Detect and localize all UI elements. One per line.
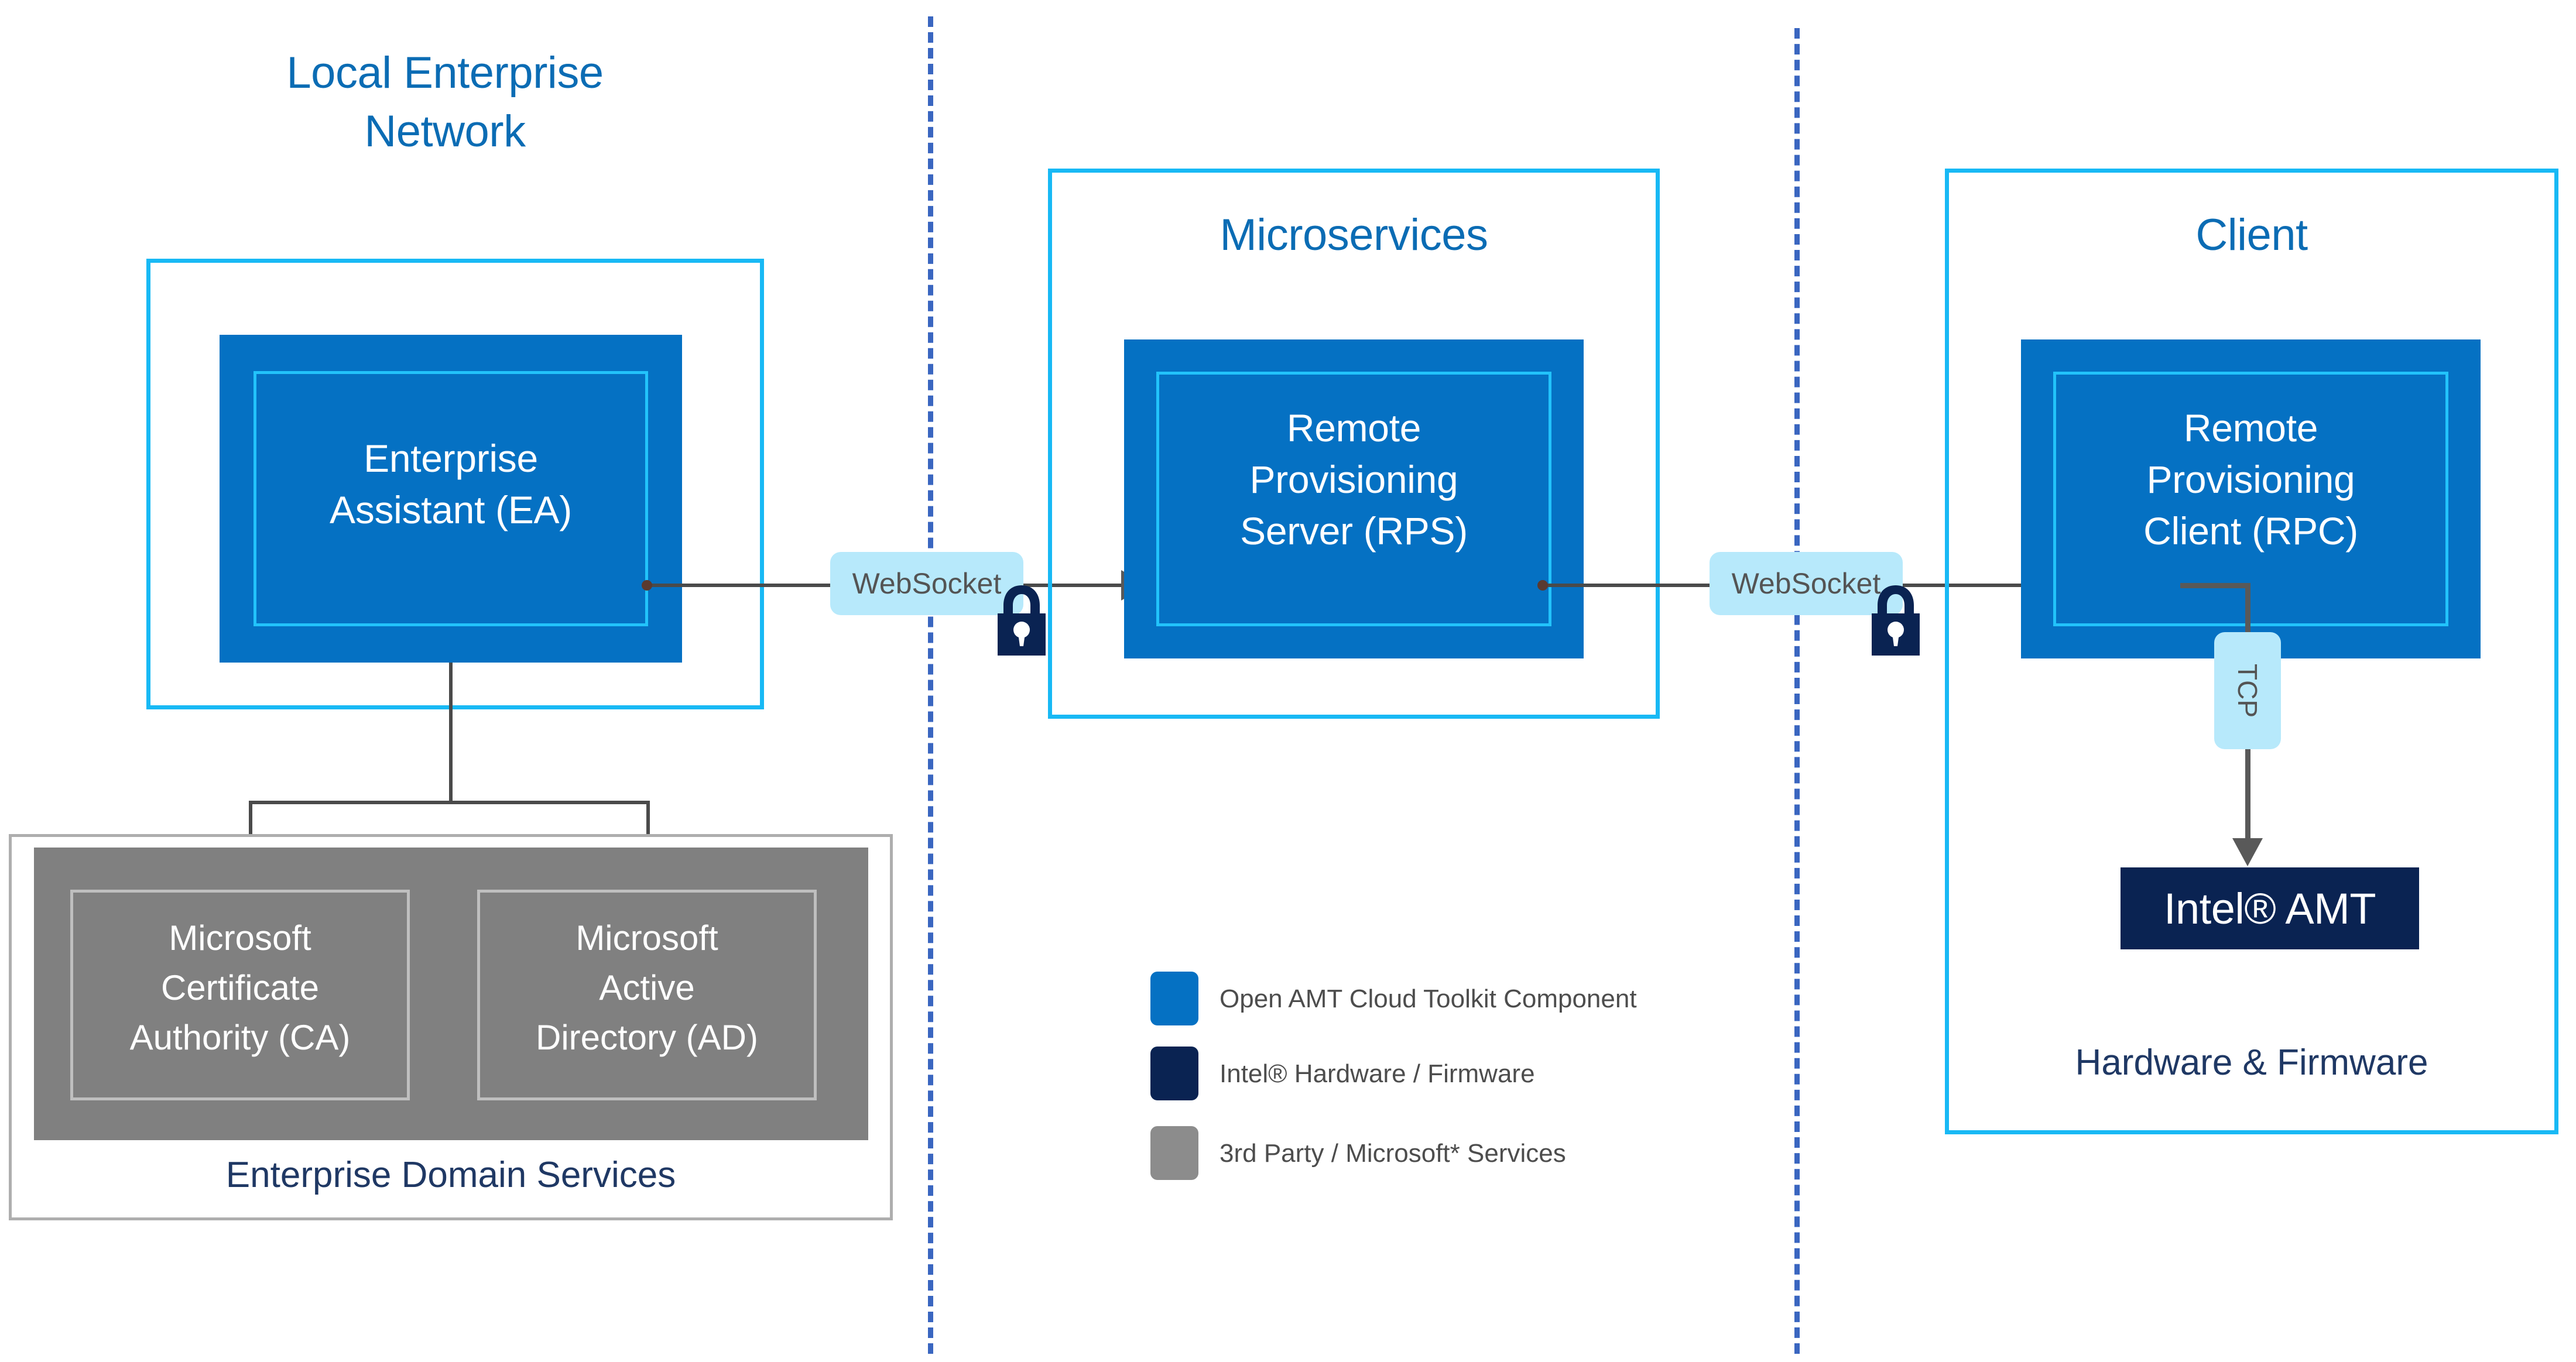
ea-label-line-2: Assistant (EA) (330, 488, 572, 531)
rps-to-rpc-origin-dot (1537, 580, 1548, 591)
legend-swatch-toolkit-icon (1150, 972, 1198, 1025)
ca-label-line-2: Certificate (160, 968, 320, 1008)
rps-label-line-2: Provisioning (1249, 457, 1458, 501)
websocket-badge-ea-rps: WebSocket (830, 552, 1023, 615)
enterprise-assistant-inner-outline (254, 371, 648, 626)
client-container (1945, 169, 2558, 1134)
ea-branch-horizontal-line (249, 801, 650, 804)
rps-label-line-3: Server (RPS) (1240, 509, 1468, 553)
legend-label-toolkit: Open AMT Cloud Toolkit Component (1220, 984, 1637, 1013)
tcp-badge: TCP (2214, 632, 2281, 749)
microsoft-ca-label: Microsoft Certificate Authority (CA) (73, 913, 407, 1063)
hardware-firmware-caption: Hardware & Firmware (2075, 1042, 2428, 1083)
rpc-label-line-1: Remote (2183, 406, 2318, 450)
ca-label-line-3: Authority (CA) (129, 1018, 351, 1058)
rpc-label: Remote Provisioning Client (RPC) (2021, 403, 2481, 557)
rps-box[interactable]: Remote Provisioning Server (RPS) (1124, 339, 1584, 658)
legend-swatch-third-party-icon (1150, 1126, 1198, 1180)
enterprise-domain-services-caption: Enterprise Domain Services (225, 1155, 676, 1195)
ea-branch-vertical-line (449, 663, 453, 803)
rpc-label-line-3: Client (RPC) (2143, 509, 2358, 553)
zone-title-microservices: Microservices (1220, 210, 1489, 260)
rps-inner-outline (1156, 372, 1551, 626)
zone-title-line-1: Local Enterprise (286, 48, 604, 98)
microsoft-ad-label: Microsoft Active Directory (AD) (480, 913, 814, 1063)
zone-title-local-enterprise-network: Local Enterprise Network (105, 44, 785, 162)
legend-label-intel-hardware: Intel® Hardware / Firmware (1220, 1059, 1535, 1088)
zone-title-client: Client (2195, 210, 2308, 260)
legend-item-intel-hardware: Intel® Hardware / Firmware (1150, 1047, 1677, 1100)
rpc-box[interactable]: Remote Provisioning Client (RPC) (2021, 339, 2481, 658)
microsoft-active-directory-box[interactable]: Microsoft Active Directory (AD) (477, 890, 817, 1100)
ca-label-line-1: Microsoft (169, 918, 311, 958)
rpc-to-amt-elbow-line (2180, 583, 2250, 588)
legend-item-third-party: 3rd Party / Microsoft* Services (1150, 1126, 1677, 1180)
lock-icon-ea-rps (998, 585, 1046, 656)
rps-label: Remote Provisioning Server (RPS) (1124, 403, 1584, 557)
microservices-container (1048, 169, 1660, 719)
legend: Open AMT Cloud Toolkit Component Intel® … (1150, 972, 1677, 1180)
lock-icon-rps-rpc (1872, 585, 1920, 656)
microsoft-certificate-authority-box[interactable]: Microsoft Certificate Authority (CA) (70, 890, 410, 1100)
ad-label-line-3: Directory (AD) (535, 1018, 758, 1058)
zone-divider-right (1794, 28, 1800, 1354)
enterprise-assistant-label: Enterprise Assistant (EA) (220, 433, 682, 536)
rpc-to-amt-arrowhead (2232, 838, 2263, 866)
enterprise-assistant-box[interactable]: Enterprise Assistant (EA) (220, 335, 682, 663)
legend-swatch-intel-hardware-icon (1150, 1047, 1198, 1100)
rpc-inner-outline (2053, 372, 2448, 626)
rpc-label-line-2: Provisioning (2146, 457, 2355, 501)
rps-label-line-1: Remote (1286, 406, 1421, 450)
legend-item-toolkit: Open AMT Cloud Toolkit Component (1150, 972, 1677, 1025)
ea-to-rps-origin-dot (642, 580, 652, 591)
ad-label-line-1: Microsoft (576, 918, 718, 958)
ea-label-line-1: Enterprise (364, 437, 538, 480)
websocket-badge-rps-rpc: WebSocket (1710, 552, 1903, 615)
zone-divider-left (928, 16, 933, 1354)
zone-title-line-2: Network (364, 107, 526, 157)
legend-label-third-party: 3rd Party / Microsoft* Services (1220, 1138, 1566, 1168)
ad-label-line-2: Active (599, 968, 695, 1008)
enterprise-domain-services-panel (34, 848, 868, 1140)
intel-amt-box[interactable]: Intel® AMT (2121, 867, 2419, 949)
local-enterprise-network-container (146, 259, 764, 709)
intel-amt-label: Intel® AMT (2163, 884, 2376, 933)
